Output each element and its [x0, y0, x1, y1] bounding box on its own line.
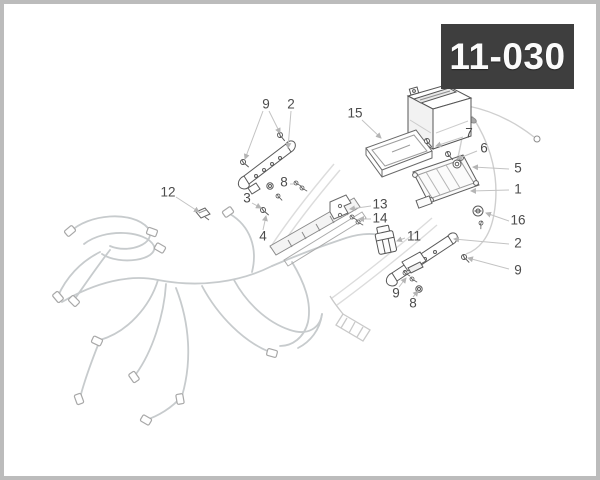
cable-terminals — [467, 116, 541, 143]
callout-4: 4 — [259, 228, 267, 244]
callout-8-b: 8 — [409, 295, 417, 311]
callout-8: 8 — [280, 174, 288, 190]
support-bracket-13 — [329, 194, 352, 220]
pedal-lever — [329, 295, 371, 342]
callout-13: 13 — [372, 196, 388, 212]
relay — [374, 224, 398, 255]
callout-7: 7 — [465, 125, 473, 141]
callout-2-b: 2 — [514, 235, 522, 251]
callout-6: 6 — [480, 140, 488, 156]
battery — [406, 76, 473, 150]
callout-1: 1 — [514, 181, 522, 197]
callout-5: 5 — [514, 160, 522, 176]
callout-9-c: 9 — [392, 285, 400, 301]
washer — [452, 159, 462, 169]
center-support-rail — [269, 197, 367, 267]
callout-3: 3 — [243, 190, 251, 206]
leader-lines — [175, 110, 510, 298]
cable-clip — [195, 207, 211, 221]
callout-9-b: 9 — [514, 262, 522, 278]
callout-14: 14 — [372, 210, 388, 226]
mounting-bracket-right — [385, 232, 458, 287]
ecu-module — [412, 154, 480, 209]
fasteners — [239, 131, 486, 293]
callout-11: 11 — [406, 228, 422, 244]
callout-2: 2 — [287, 96, 295, 112]
harness-connectors — [51, 205, 279, 427]
callout-9: 9 — [262, 96, 270, 112]
wiring-harness — [57, 213, 385, 421]
page-code-badge: 11-030 — [441, 24, 574, 89]
callout-15: 15 — [347, 105, 363, 121]
callout-12: 12 — [160, 184, 176, 200]
callout-16: 16 — [510, 212, 526, 228]
grommet — [472, 205, 484, 217]
battery-tray — [365, 129, 433, 178]
